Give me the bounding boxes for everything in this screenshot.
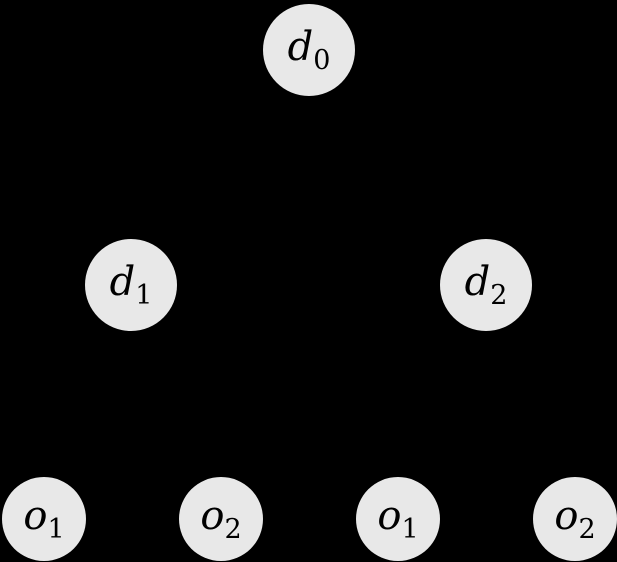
node-label-subscript-o1-left: 1	[47, 514, 64, 545]
node-circle-d2	[440, 239, 532, 331]
node-circle-d0	[263, 4, 355, 96]
tree-node-d1: d1	[85, 239, 177, 331]
tree-node-o2-left: o2	[179, 477, 263, 561]
tree-node-o1-right: o1	[356, 477, 440, 561]
tree-node-o2-right: o2	[533, 477, 617, 561]
node-circle-o2-right	[533, 477, 617, 561]
node-circle-o1-left	[2, 477, 86, 561]
node-label-subscript-o2-right: 2	[578, 514, 595, 545]
tree-node-d0: d0	[263, 4, 355, 96]
tree-node-o1-left: o1	[2, 477, 86, 561]
node-label-subscript-o1-right: 1	[401, 514, 418, 545]
node-circle-d1	[85, 239, 177, 331]
node-label-subscript-d2: 2	[490, 280, 507, 311]
node-circle-o1-right	[356, 477, 440, 561]
node-label-subscript-o2-left: 2	[224, 514, 241, 545]
tree-node-d2: d2	[440, 239, 532, 331]
node-label-subscript-d0: 0	[313, 45, 330, 76]
node-circle-o2-left	[179, 477, 263, 561]
node-label-subscript-d1: 1	[135, 280, 152, 311]
